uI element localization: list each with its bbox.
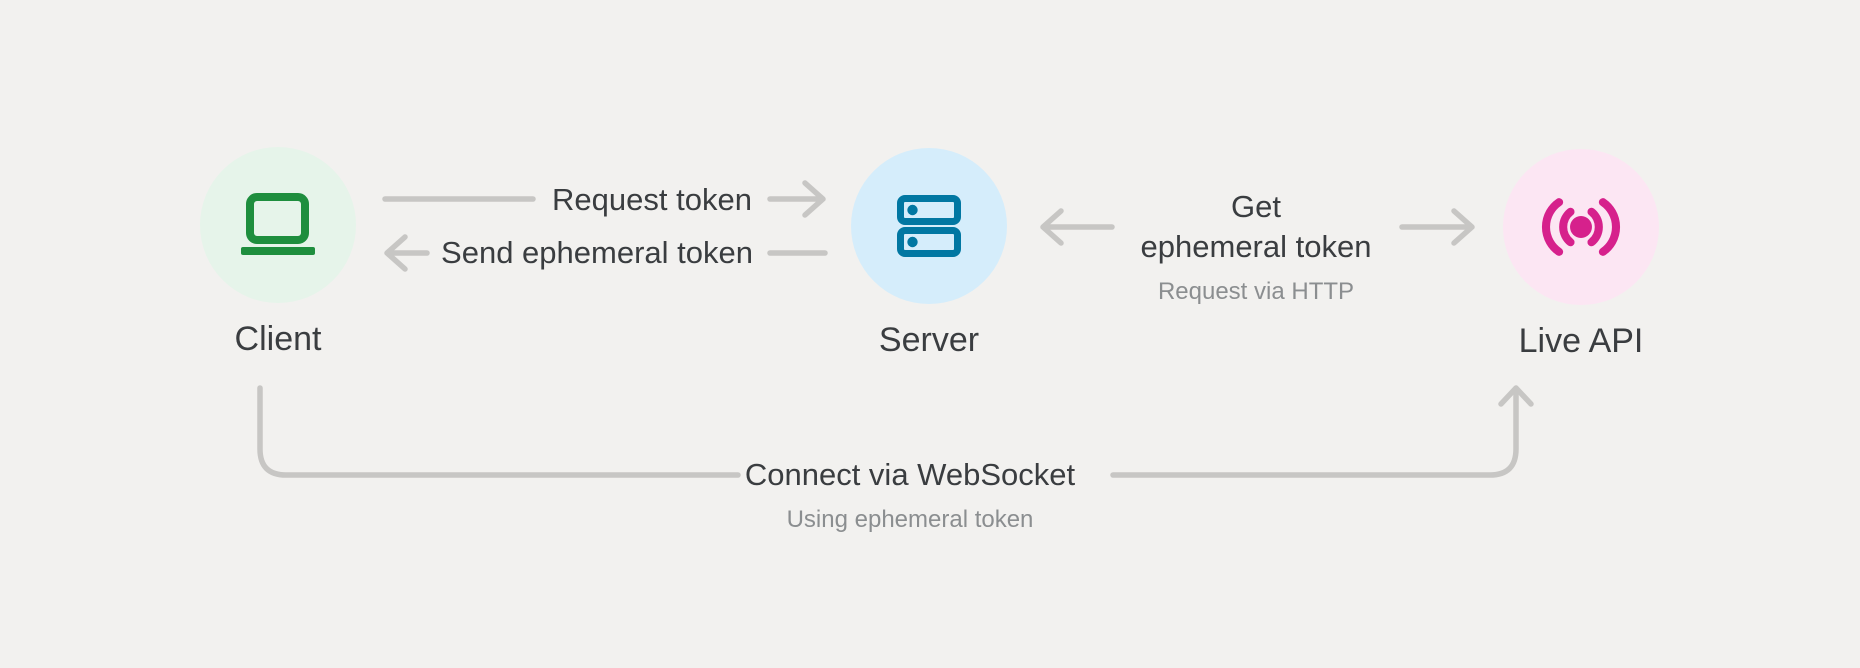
server-icon [897,195,961,257]
connect-via-websocket-label: Connect via WebSocket [744,457,1076,492]
client-circle [200,147,356,303]
websocket-line-right [1110,391,1519,478]
node-live-api: Live API [1471,149,1691,361]
client-label: Client [234,320,322,358]
get-ephemeral-token-label: Get ephemeral token [1140,189,1372,264]
laptop-icon [241,193,315,255]
get-token-arrow-left [1040,208,1115,246]
request-via-http-sublabel: Request via HTTP [1157,278,1355,305]
get-token-arrow-right [1399,208,1475,246]
server-circle [851,148,1007,304]
live-api-circle [1503,149,1659,305]
request-token-arrow [767,180,826,218]
server-label: Server [878,321,980,359]
send-ephemeral-token-label: Send ephemeral token [441,235,753,270]
websocket-line-left [257,385,741,478]
node-client: Client [168,147,388,359]
websocket-arrowhead [1498,385,1534,407]
node-server: Server [819,148,1039,360]
send-token-arrow [384,234,430,272]
live-api-label: Live API [1518,322,1644,360]
request-token-label: Request token [552,182,752,217]
live-broadcast-icon [1542,198,1620,256]
using-ephemeral-token-sublabel: Using ephemeral token [786,506,1034,533]
